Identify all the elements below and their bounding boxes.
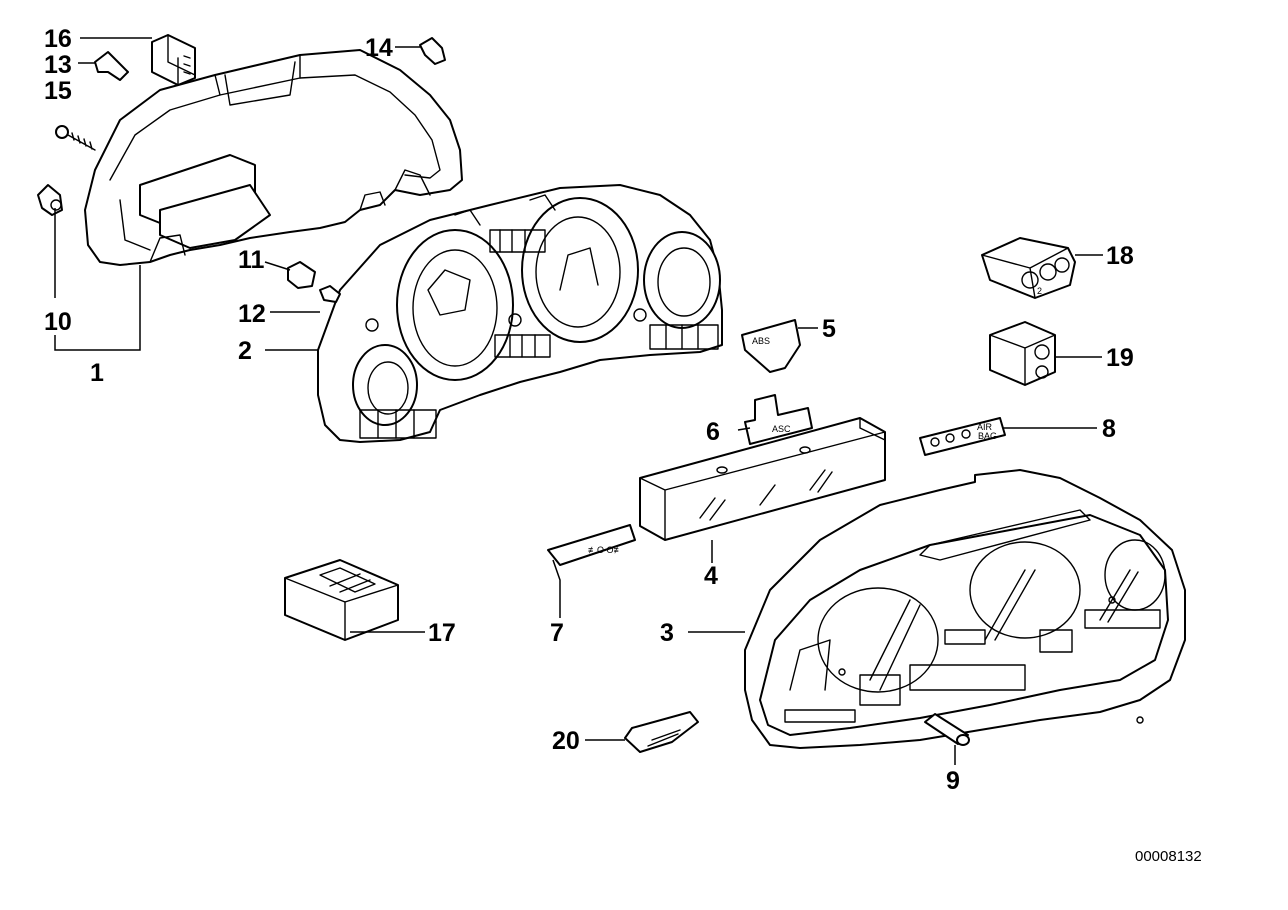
part-2-instrument-carrier[interactable] [317, 184, 723, 443]
part-4-light-guide[interactable] [639, 417, 886, 541]
callout-19: 19 [1106, 344, 1134, 372]
callout-18: 18 [1106, 242, 1134, 270]
callout-3: 3 [660, 619, 674, 647]
part-8-marking-line1: AIR [977, 422, 993, 432]
part-18-socket-block[interactable]: 2 [981, 237, 1076, 299]
callout-numbers: 16 13 15 14 10 1 11 12 2 5 6 8 18 19 4 7… [44, 25, 1134, 795]
part-17-module-box[interactable] [284, 559, 399, 641]
part-7-fog-symbol-strip[interactable]: ≢O O≢ [547, 524, 636, 566]
part-18-marking: 2 [1037, 286, 1042, 296]
part-16-plug-connector[interactable] [151, 34, 196, 86]
reference-code: 00008132 [1135, 848, 1202, 865]
callout-13: 13 [44, 51, 72, 79]
callout-7: 7 [550, 619, 564, 647]
part-10-bulb-socket[interactable] [37, 184, 63, 216]
part-5-marking: ABS [752, 336, 770, 346]
callout-1: 1 [90, 359, 104, 387]
callout-12: 12 [238, 300, 266, 328]
part-12-bulb[interactable] [319, 285, 341, 303]
part-7-marking: ≢O O≢ [588, 545, 623, 555]
part-3-front-frame[interactable] [744, 469, 1186, 749]
callout-8: 8 [1102, 415, 1116, 443]
callout-5: 5 [822, 315, 836, 343]
part-8-marking-line2: BAG [978, 431, 997, 441]
callout-6: 6 [706, 418, 720, 446]
callout-15: 15 [44, 77, 72, 105]
callout-17: 17 [428, 619, 456, 647]
part-20-cover-cap[interactable] [624, 711, 699, 753]
callout-10: 10 [44, 308, 72, 336]
part-5-symbol-plate[interactable]: ABS [741, 319, 801, 373]
part-6-marking: ASC [772, 424, 791, 434]
part-15-screw[interactable] [55, 125, 96, 151]
callout-4: 4 [704, 562, 718, 590]
callout-2: 2 [238, 337, 252, 365]
callout-16: 16 [44, 25, 72, 53]
part-13-connector-pin[interactable] [94, 51, 129, 81]
callout-14: 14 [365, 34, 393, 62]
part-6-warning-plate[interactable]: ASC [744, 394, 813, 445]
leader-lines [54, 37, 1103, 765]
part-1-rear-cover[interactable] [84, 49, 463, 266]
part-11-bulb-holder[interactable] [287, 261, 316, 289]
part-9-pin[interactable] [924, 713, 970, 746]
callout-11: 11 [238, 246, 265, 274]
part-8-airbag-strip[interactable]: AIR BAG [919, 417, 1006, 456]
callout-9: 9 [946, 767, 960, 795]
part-14-connector-pin[interactable] [419, 37, 446, 65]
part-19-socket-block[interactable] [989, 321, 1056, 386]
callout-20: 20 [552, 727, 580, 755]
